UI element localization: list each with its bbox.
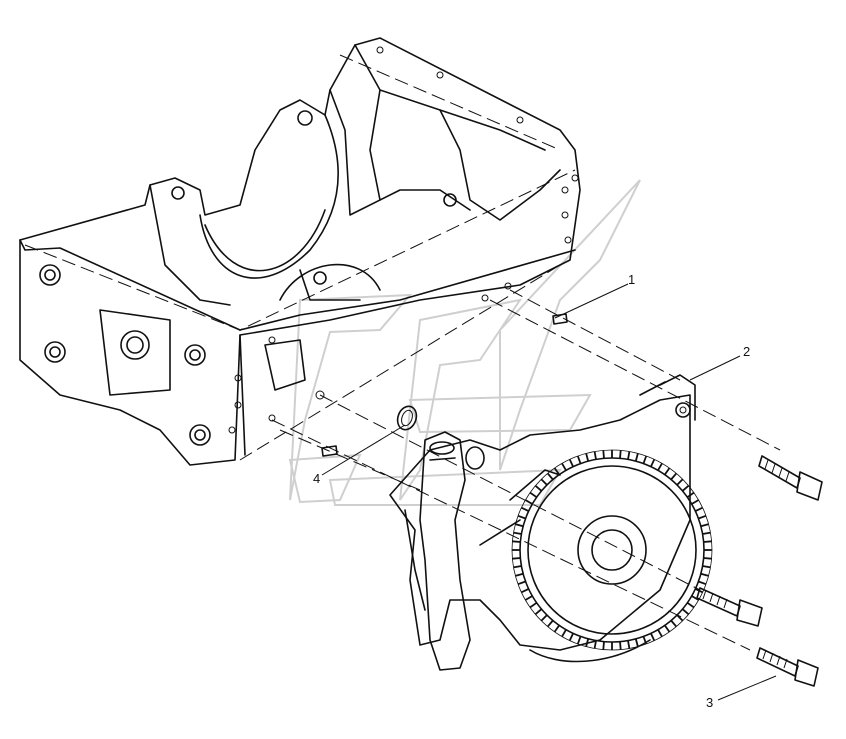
gear-tooth [547,619,554,628]
gear-tooth [702,531,711,535]
callout-label-3: 3 [706,695,713,710]
gear-tooth [561,629,567,638]
gear-tooth [593,451,597,460]
gear-tooth [700,572,709,577]
gear-tooth [681,608,690,615]
gear-tooth [593,640,597,649]
gear-tooth [524,595,533,601]
gear-tooth [695,506,703,512]
oil-pump-assembly [389,374,696,671]
assembly-centerlines [271,289,781,651]
gear-tooth [634,453,639,462]
gear-tooth [650,459,656,467]
gear-tooth [529,602,538,609]
gear-tooth [657,629,663,638]
gear-tooth [703,557,712,560]
gear-tooth [664,624,671,633]
gear-tooth [642,455,648,464]
gear-tooth [703,540,712,543]
gear-tooth [619,450,622,459]
gear-tooth [515,523,524,528]
gear-tooth [576,455,582,464]
bolt-upper [758,455,823,501]
gear-tooth [513,531,522,535]
gear-tooth [642,636,648,645]
gear-tooth [676,478,684,486]
gear-tooth [698,580,707,586]
gear-tooth [691,499,700,505]
gear-tooth [534,608,543,615]
gear-tooth [517,514,526,520]
gear-tooth [568,633,574,641]
gear-tooth [585,638,590,647]
gear-tooth [602,641,605,650]
engine-block [19,37,581,466]
gear-tooth [670,472,677,481]
gear-tooth [512,540,521,543]
gear-tooth [521,506,529,512]
gear-tooth [686,602,695,609]
gear-tooth [561,462,567,471]
gear-tooth [540,614,548,622]
gear-tooth [534,485,543,492]
gear-tooth [702,565,711,569]
gear-tooth [553,467,560,476]
gear-tooth [515,572,524,577]
bolt-middle [696,587,763,627]
gear [511,449,713,651]
gear-tooth [585,453,590,462]
gear-tooth [681,485,690,492]
gear-tooth [521,588,529,594]
callout-label-2: 2 [743,344,750,359]
gear-tooth [619,641,622,650]
gear-tooth [529,491,538,498]
gear-tooth [670,619,677,628]
gear-tooth [627,451,631,460]
bolt-lower [756,647,819,687]
callout-label-1: 1 [628,272,635,287]
gear-tooth [698,514,707,520]
gear-tooth [547,472,554,481]
gear-tooth [553,624,560,633]
gear-tooth [517,580,526,586]
gear-tooth [650,633,656,641]
gear-tooth [576,636,582,645]
gear-tooth [657,462,663,471]
gear-tooth [634,638,639,647]
callout-leaders [321,283,777,701]
gear-tooth [691,595,700,601]
callout-label-4: 4 [313,471,320,486]
gear-tooth [676,614,684,622]
gear-tooth [568,459,574,467]
gear-tooth [540,478,548,486]
watermark-logo [288,179,641,506]
gear-tooth [602,450,605,459]
gear-outer-ring [511,449,713,651]
gear-tooth [512,557,521,560]
gear-tooth [700,523,709,528]
gear-tooth [686,491,695,498]
gear-tooth [627,640,631,649]
gear-tooth [513,565,522,569]
gear-tooth [664,467,671,476]
